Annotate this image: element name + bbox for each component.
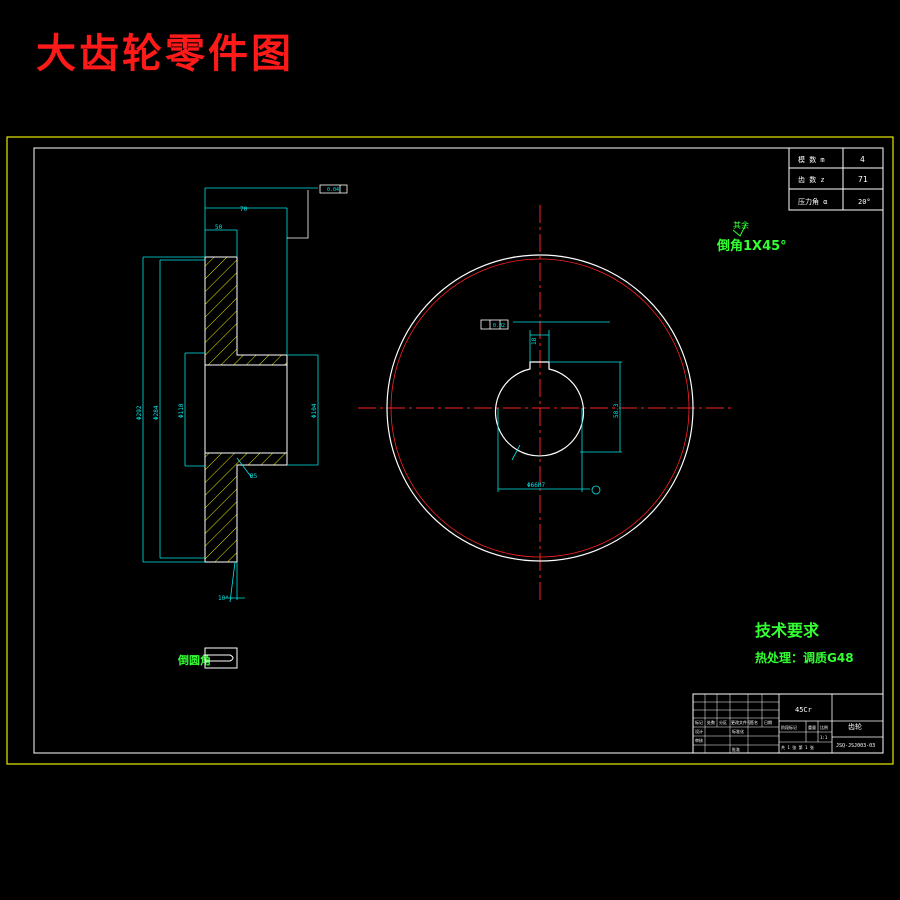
param-label-0: 模 数 m — [798, 155, 825, 164]
rounding-note: 倒圆角 — [177, 647, 238, 669]
tb-sheets: 共 1 张 第 1 张 — [781, 744, 814, 750]
tb-label-4: 签名 — [750, 719, 758, 725]
tb-label-1: 处数 — [707, 719, 715, 725]
gear-tip-circle — [386, 254, 694, 562]
parameter-table: 模 数 m 4 齿 数 z 71 压力角 α 20° — [788, 147, 884, 211]
tb-material: 45Cr — [795, 706, 812, 714]
param-label-2: 压力角 α — [798, 197, 827, 206]
sheet-inner-border — [33, 147, 884, 754]
dim-tolerance: 0.04 — [327, 187, 339, 193]
dim-key-width: 18 — [531, 337, 538, 345]
gear-section-upper — [204, 256, 288, 366]
title-block: 45Cr 齿轮 JSQ-JSJ003-03 标记 处数 分区 更改文件号 签名 … — [692, 693, 884, 754]
tb-review: 审核 — [695, 737, 703, 743]
chamfer-note: 其余 倒角1X45° — [716, 220, 787, 254]
dim-d-tip: Φ284 — [153, 405, 160, 420]
dim-angle: 10° — [218, 595, 229, 602]
dim-tolerance-front: 0.02 — [493, 323, 505, 329]
tb-scale: 比例 — [820, 724, 828, 730]
tb-label-5: 日期 — [764, 719, 772, 725]
tb-weight: 重量 — [808, 724, 816, 730]
param-value-1: 71 — [858, 175, 868, 184]
gear-pitch-circle — [390, 258, 690, 558]
dim-width: 70 — [240, 206, 248, 213]
param-value-2: 20° — [858, 198, 871, 206]
sheet-outer-border — [6, 136, 894, 765]
tech-heading: 技术要求 — [755, 621, 820, 640]
page-title: 大齿轮零件图 — [36, 31, 294, 77]
tb-standard: 标准化 — [732, 728, 744, 734]
side-section-view: Φ292 Φ284 Φ110 Φ104 50 70 10° R5 0.04 — [136, 184, 348, 603]
front-view: 58.3 Φ66H7 18 0.02 — [358, 205, 732, 600]
dim-bore: Φ66H7 — [527, 482, 545, 489]
tb-label-2: 分区 — [719, 719, 727, 725]
chamfer-note-small: 其余 — [733, 220, 749, 230]
chamfer-note-text: 倒角1X45° — [716, 238, 787, 254]
dim-hub-length: 50 — [215, 224, 223, 231]
dim-keyway-depth: 58.3 — [613, 403, 620, 418]
tech-item: 热处理：调质G48 — [755, 650, 854, 665]
dim-radius: R5 — [250, 473, 258, 480]
tb-name: 齿轮 — [848, 722, 862, 731]
tb-design: 设计 — [695, 728, 703, 734]
bore-with-keyway — [494, 361, 585, 457]
param-value-0: 4 — [860, 155, 865, 164]
tb-scale-value: 1:1 — [820, 735, 828, 740]
tb-approve: 批准 — [732, 746, 740, 752]
tech-requirements: 技术要求 热处理：调质G48 — [755, 621, 854, 665]
tb-label-3: 更改文件号 — [731, 719, 751, 725]
tb-label-0: 标记 — [695, 719, 703, 725]
dim-d-hub: Φ110 — [178, 403, 185, 418]
param-label-1: 齿 数 z — [798, 175, 825, 184]
dim-d-outer: Φ292 — [136, 405, 143, 420]
tb-stage: 阶段标记 — [781, 724, 797, 730]
rounding-note-text: 倒圆角 — [177, 653, 211, 667]
tb-drawing-no: JSQ-JSJ003-03 — [836, 743, 875, 749]
dim-d-hub-outer: Φ104 — [311, 403, 318, 418]
